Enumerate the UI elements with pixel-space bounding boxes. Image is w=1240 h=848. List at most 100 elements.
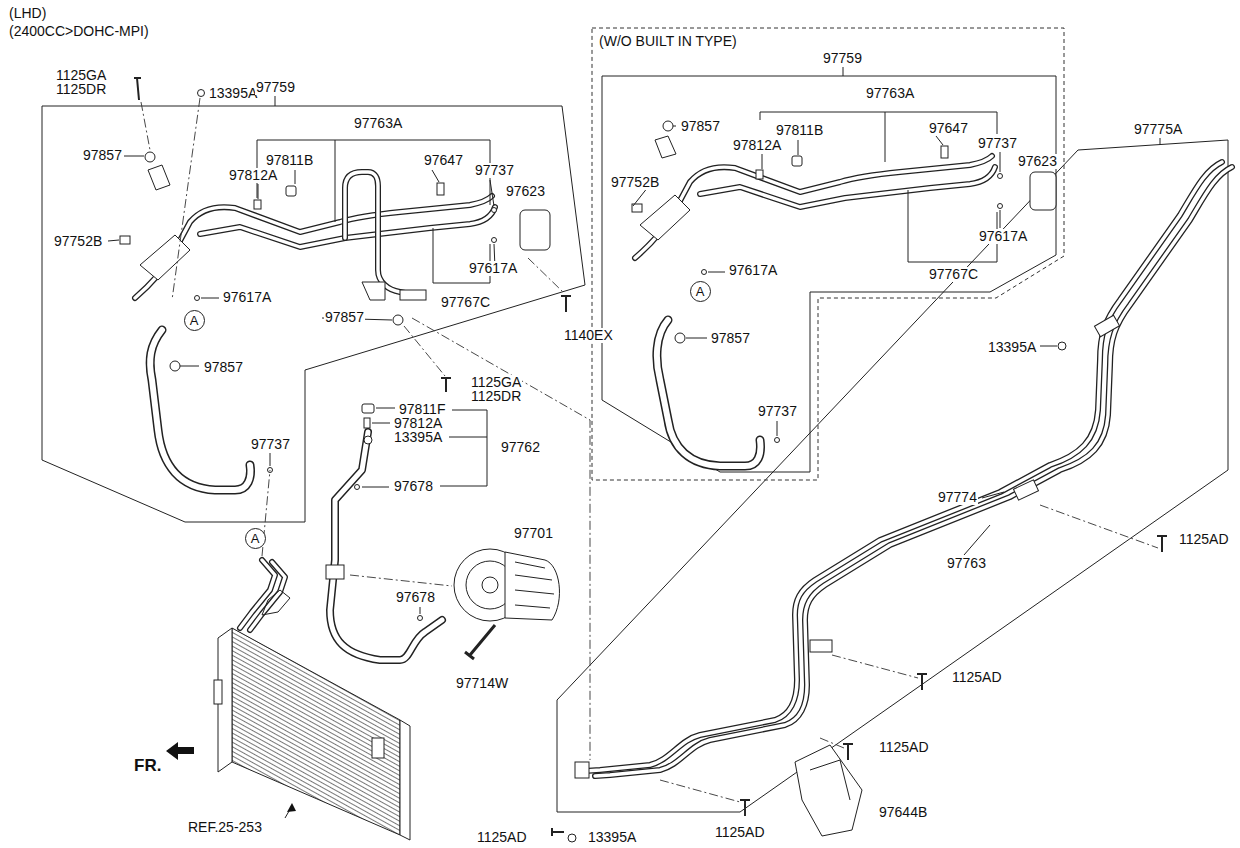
dash-dot-line xyxy=(660,780,745,816)
component xyxy=(198,90,205,97)
compressor xyxy=(454,549,559,621)
component xyxy=(756,170,763,179)
component xyxy=(145,152,155,162)
condenser xyxy=(372,738,384,758)
leader-line xyxy=(708,136,1000,272)
pipe xyxy=(700,167,995,207)
component xyxy=(120,236,130,244)
condenser xyxy=(262,590,290,615)
condenser xyxy=(214,590,410,840)
callout-number: 97759 xyxy=(822,51,863,66)
group-outline xyxy=(42,106,585,522)
node-text: A xyxy=(251,532,260,545)
group-outline xyxy=(557,140,1228,812)
callout-number: 97644B xyxy=(878,805,928,820)
callout-number: 1125AD xyxy=(1178,532,1230,547)
callout-number: 97857 xyxy=(710,331,751,346)
callout-number: 97857 xyxy=(324,310,365,325)
note: (2400CC>DOHC-MPI) xyxy=(8,24,150,39)
component xyxy=(326,565,344,579)
callout-number: 1125DR xyxy=(470,389,522,404)
component xyxy=(170,361,180,371)
component xyxy=(362,404,374,413)
callout-number: 97737 xyxy=(757,404,798,419)
pipe xyxy=(345,172,420,296)
component xyxy=(418,616,423,621)
callout-number: 97767C xyxy=(440,295,491,310)
note: (LHD) xyxy=(8,6,47,21)
pipe xyxy=(330,432,442,660)
pipe xyxy=(250,562,285,630)
callout-number: 97857 xyxy=(82,148,123,163)
callout-number: 97647 xyxy=(423,153,464,168)
condenser xyxy=(232,628,400,835)
reference-arrow xyxy=(287,803,296,812)
component xyxy=(437,183,444,195)
component xyxy=(355,485,360,490)
leader-line xyxy=(633,126,777,436)
leader-line xyxy=(201,170,495,298)
leader-line xyxy=(275,67,1160,145)
reference-arrow xyxy=(287,803,296,812)
component xyxy=(286,186,296,196)
leader-line xyxy=(108,156,392,466)
component xyxy=(663,121,673,131)
component xyxy=(810,760,850,800)
callout-number: 1125AD xyxy=(714,825,766,840)
callout-number: 97857 xyxy=(203,360,244,375)
group-outline xyxy=(42,76,1228,812)
callout-number: 1125AD xyxy=(476,830,528,845)
callout-number: 97811B xyxy=(265,153,314,168)
bolt xyxy=(917,674,927,690)
pipe xyxy=(635,156,995,258)
callout-number: 97617A xyxy=(978,229,1028,244)
callout-number: 97678 xyxy=(395,590,436,605)
callout-number: 97617A xyxy=(468,261,518,276)
condenser xyxy=(400,720,410,840)
callout-number: 97812A xyxy=(732,138,782,153)
dashed-outline xyxy=(592,28,1064,480)
leader-line xyxy=(908,190,997,262)
compressor xyxy=(515,562,554,608)
component xyxy=(568,834,576,842)
component xyxy=(792,156,802,166)
condenser xyxy=(214,680,222,704)
node-text: A xyxy=(696,285,705,298)
callout-number: 97763A xyxy=(353,116,403,131)
component xyxy=(1013,480,1038,500)
pipe xyxy=(595,167,1232,776)
callout-number: 97737 xyxy=(250,437,291,452)
pipe xyxy=(250,562,285,630)
component xyxy=(520,210,550,250)
pipe xyxy=(345,172,420,296)
component xyxy=(1094,315,1119,336)
callout-number: 97617A xyxy=(728,263,778,278)
component xyxy=(492,208,497,213)
callout-number: 97763A xyxy=(865,86,915,101)
component xyxy=(1058,342,1066,350)
variant-region: A(W/O BUILT IN TYPE) xyxy=(592,28,1064,480)
connection-marker: A xyxy=(245,528,266,549)
component xyxy=(941,146,948,158)
callout-number: 97774 xyxy=(937,490,978,505)
component xyxy=(492,238,497,243)
component xyxy=(1030,172,1056,210)
callout-number: 13395A xyxy=(587,830,637,845)
pipe xyxy=(595,167,1232,776)
node-text: A xyxy=(190,314,199,327)
callout-number: 1125GA xyxy=(55,68,107,83)
callout-number: 13395A xyxy=(987,340,1037,355)
callout-number: 97857 xyxy=(680,119,721,134)
callout-number: 97762 xyxy=(500,440,541,455)
callout-number: 1125DR xyxy=(55,82,107,97)
component xyxy=(254,200,261,209)
leader-line xyxy=(257,140,490,222)
callout-number: 97763 xyxy=(946,556,987,571)
callout-number: 97623 xyxy=(1017,154,1058,169)
dash-dot-line xyxy=(412,318,590,760)
dash-dot-line xyxy=(1040,505,1158,548)
callout-number: 97701 xyxy=(513,526,554,541)
